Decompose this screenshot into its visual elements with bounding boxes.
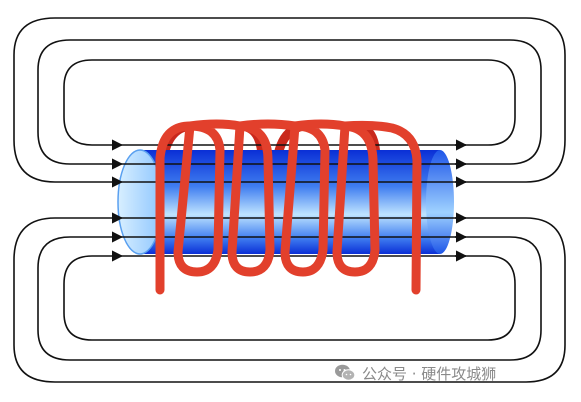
field-line-upper-outer	[13, 17, 566, 183]
watermark-text: 公众号 · 硬件攻城狮	[362, 364, 497, 383]
wechat-icon	[335, 364, 356, 381]
field-line-upper-inner	[63, 59, 516, 146]
field-line-lower-outer	[13, 217, 566, 383]
field-line-upper-middle	[37, 39, 542, 165]
field-line-lower-inner	[63, 255, 516, 341]
coil-winding	[155, 119, 422, 295]
watermark: 公众号 · 硬件攻城狮	[334, 360, 496, 386]
field-line-lower-middle	[37, 236, 542, 361]
